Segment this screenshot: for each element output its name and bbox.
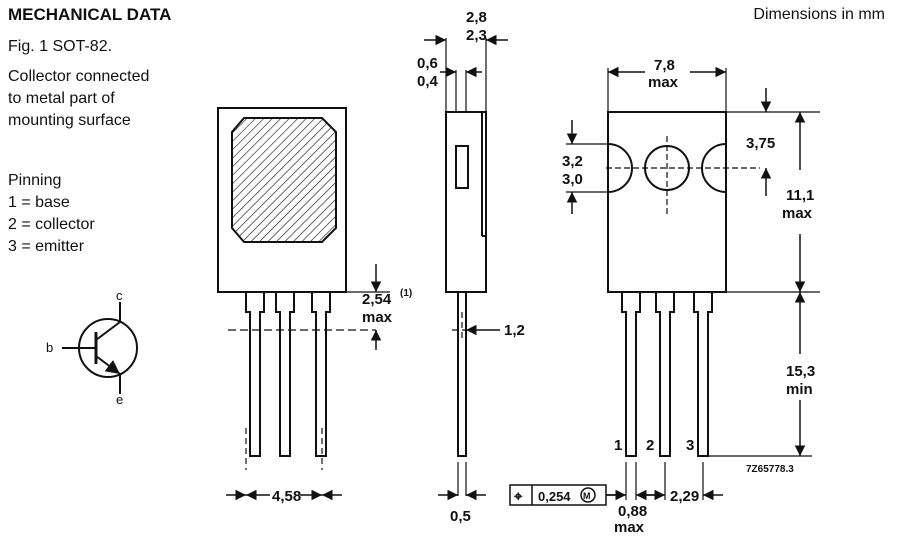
pinning-heading: Pinning: [8, 172, 62, 189]
back-hole-right: [701, 143, 727, 193]
back-pin-3-label: 3: [686, 437, 694, 454]
front-metal-tab: [231, 117, 337, 243]
figure-caption: Fig. 1 SOT-82.: [8, 38, 113, 55]
section-title: MECHANICAL DATA: [8, 5, 172, 24]
position-tolerance-frame: [509, 484, 620, 506]
front-bend-max: max: [362, 309, 393, 326]
front-lead-3: [311, 292, 331, 457]
back-lead-pitch: 2,29: [670, 488, 699, 505]
back-body-height-top: 11,1: [786, 187, 814, 204]
side-thickness-bottom: 2,3: [466, 27, 487, 44]
front-lead-pitch-label: 4,58: [272, 488, 301, 505]
back-lead-2: [655, 292, 675, 457]
back-pin-1-label: 1: [614, 437, 622, 454]
back-hole-bottom: 3,0: [562, 171, 583, 188]
drawing-number: 7Z65778.3: [746, 464, 794, 475]
note-line-1: Collector connected: [8, 68, 150, 85]
front-view: [217, 107, 390, 501]
front-bend-label: 2,54: [362, 291, 392, 308]
back-width-top: 7,8: [654, 57, 675, 74]
side-tab-bottom: 0,4: [417, 73, 439, 90]
tolerance-modifier: M: [583, 491, 591, 501]
back-hole-offset: 3,75: [746, 135, 775, 152]
side-view: [424, 34, 508, 501]
back-pin-2-label: 2: [646, 437, 654, 454]
symbol-c-label: c: [116, 288, 123, 303]
back-lead-width-top: 0,88: [618, 503, 647, 520]
front-lead-2: [275, 292, 295, 457]
figure-note: Collector connected to metal part of mou…: [8, 66, 149, 132]
back-width-bottom: max: [648, 74, 679, 91]
symbol-b-label: b: [46, 340, 53, 355]
back-view: [566, 66, 820, 501]
pinning-block: Pinning 1 = base 2 = collector 3 = emitt…: [8, 170, 95, 258]
pin-2-desc: 2 = collector: [8, 216, 95, 233]
position-tolerance-icon: ⌖: [513, 488, 523, 505]
side-tab: [455, 145, 469, 189]
transistor-symbol: [62, 302, 138, 394]
side-lead: [457, 291, 467, 457]
pin-1-desc: 1 = base: [8, 194, 70, 211]
back-hole-left: [607, 143, 633, 193]
symbol-e-label: e: [116, 392, 123, 407]
back-body-height-bottom: max: [782, 205, 813, 222]
units-note: Dimensions in mm: [753, 6, 885, 23]
side-body-outline: [445, 111, 487, 293]
front-body-outline: [217, 107, 347, 293]
pin-3-desc: 3 = emitter: [8, 238, 85, 255]
back-lead-length-bottom: min: [786, 381, 813, 398]
back-lead-1: [621, 292, 641, 457]
back-hole-top: 3,2: [562, 153, 583, 170]
side-tab-top: 0,6: [417, 55, 438, 72]
front-bend-sup: (1): [400, 288, 412, 299]
back-lead-width-bottom: max: [614, 519, 645, 536]
side-lead-thickness: 0,5: [450, 508, 471, 525]
side-lead-offset: 1,2: [504, 322, 525, 339]
tolerance-modifier-circle: [580, 487, 596, 503]
back-lead-length-top: 15,3: [786, 363, 815, 380]
side-thickness-top: 2,8: [466, 9, 487, 26]
back-body-outline: [607, 111, 727, 293]
back-lead-3: [693, 292, 713, 457]
note-line-2: to metal part of: [8, 90, 115, 107]
note-line-3: mounting surface: [8, 112, 131, 129]
tolerance-value: 0,254: [538, 489, 571, 504]
front-lead-1: [245, 292, 265, 457]
